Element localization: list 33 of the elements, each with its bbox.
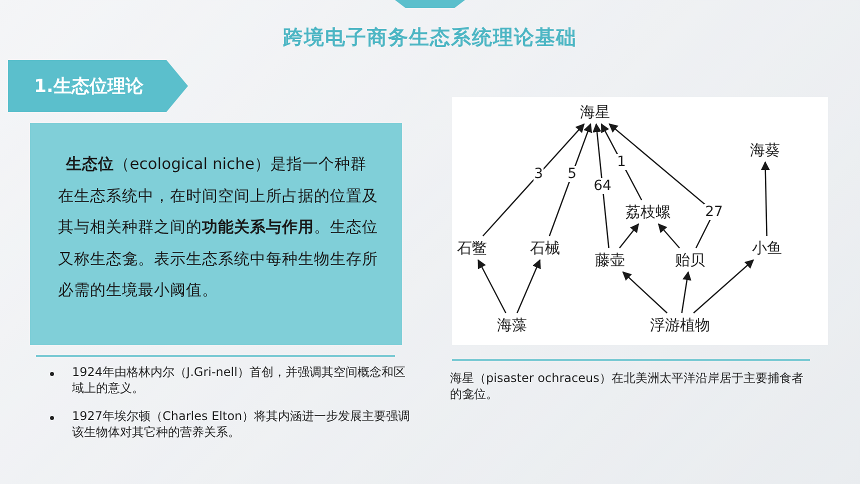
arrow bbox=[681, 271, 692, 314]
bullet-text: 1924年由格林内尔（J.Gri-nell）首创，并强调其空间概念和区域上的意义。 bbox=[72, 364, 406, 396]
arrow bbox=[548, 123, 592, 236]
bullet-text: 1927年埃尔顿（Charles Elton）将其内涵进一步发展主要强调该生物体对其它种的营养关系。 bbox=[72, 408, 412, 440]
edge-label: 3 bbox=[533, 166, 544, 182]
edge-label: 1 bbox=[616, 154, 627, 170]
slide-title: 跨境电子商务生态系统理论基础 bbox=[282, 24, 578, 51]
arrow bbox=[482, 123, 585, 236]
figure-caption: 海星（pisaster ochraceus）在北美洲太平洋沿岸居于主要捕食者的龛位。 bbox=[450, 370, 804, 402]
edge-label: 5 bbox=[566, 166, 578, 182]
species-label: 海星 bbox=[577, 102, 613, 122]
arrow bbox=[592, 123, 610, 248]
section-banner: 1.生态位理论 bbox=[8, 60, 188, 112]
edge-label: 64 bbox=[592, 178, 612, 194]
species-label: 石械 bbox=[527, 238, 563, 258]
species-label: 贻贝 bbox=[672, 250, 708, 270]
species-label: 小鱼 bbox=[749, 238, 785, 258]
species-label: 荔枝螺 bbox=[622, 202, 674, 222]
arrow bbox=[516, 259, 541, 314]
edge-label: 27 bbox=[704, 204, 724, 220]
arrow bbox=[658, 223, 680, 248]
arrow bbox=[619, 223, 640, 248]
arrow bbox=[600, 123, 642, 200]
arrow bbox=[760, 161, 770, 236]
species-label: 石鳖 bbox=[454, 238, 490, 258]
species-label: 海葵 bbox=[747, 140, 783, 160]
arrow bbox=[693, 259, 754, 314]
species-label: 海藻 bbox=[494, 315, 530, 335]
arrow bbox=[622, 271, 668, 314]
species-label: 浮游植物 bbox=[647, 315, 713, 335]
arrow bbox=[478, 259, 506, 314]
definition-box: 生态位（ecological niche）是指一个种群在生态系统中，在时间空间上所占据的位置及其与相关种群之间的功能关系与作用。生态位又称生态龛。表示生态系统中每种生物生存所必需的生境最小阈值。 bbox=[30, 123, 402, 345]
species-label: 藤壶 bbox=[592, 250, 628, 270]
